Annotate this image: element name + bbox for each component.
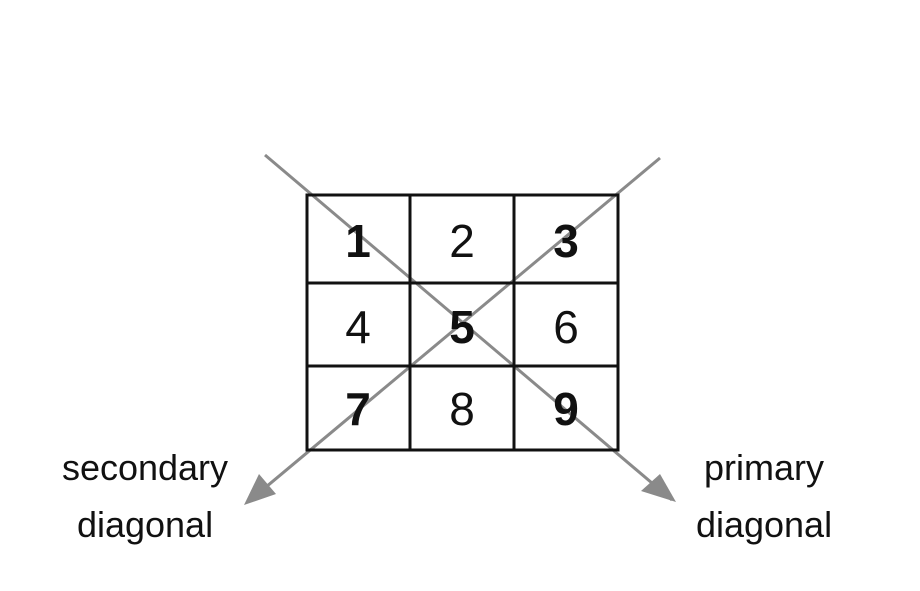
matrix-cell-1: 1 [345,215,371,267]
primary-diagonal-line [264,153,673,502]
matrix-cell-6: 6 [553,301,579,353]
secondary-label-line1: secondary [62,447,228,488]
matrix-cell-4: 4 [345,301,371,353]
matrix-cell-5: 5 [449,301,475,353]
primary-label-line2: diagonal [696,504,832,545]
matrix-cell-9: 9 [553,383,579,435]
primary-label-line1: primary [704,447,824,488]
secondary-label-line2: diagonal [77,504,213,545]
matrix-cell-3: 3 [553,215,579,267]
secondary-diagonal-label: secondary diagonal [62,447,228,545]
grid-border [305,193,620,452]
diagonals [244,153,676,505]
secondary-diagonal-line [247,156,661,504]
matrix-cell-2: 2 [449,215,475,267]
secondary-diagonal-arrowhead [244,474,276,505]
matrix-cell-8: 8 [449,383,475,435]
matrix-cell-7: 7 [345,383,371,435]
primary-diagonal-arrowhead [641,474,676,502]
matrix-cells: 1 2 3 4 5 6 7 8 9 [345,215,579,435]
matrix-grid [305,193,620,452]
primary-diagonal-label: primary diagonal [696,447,832,545]
